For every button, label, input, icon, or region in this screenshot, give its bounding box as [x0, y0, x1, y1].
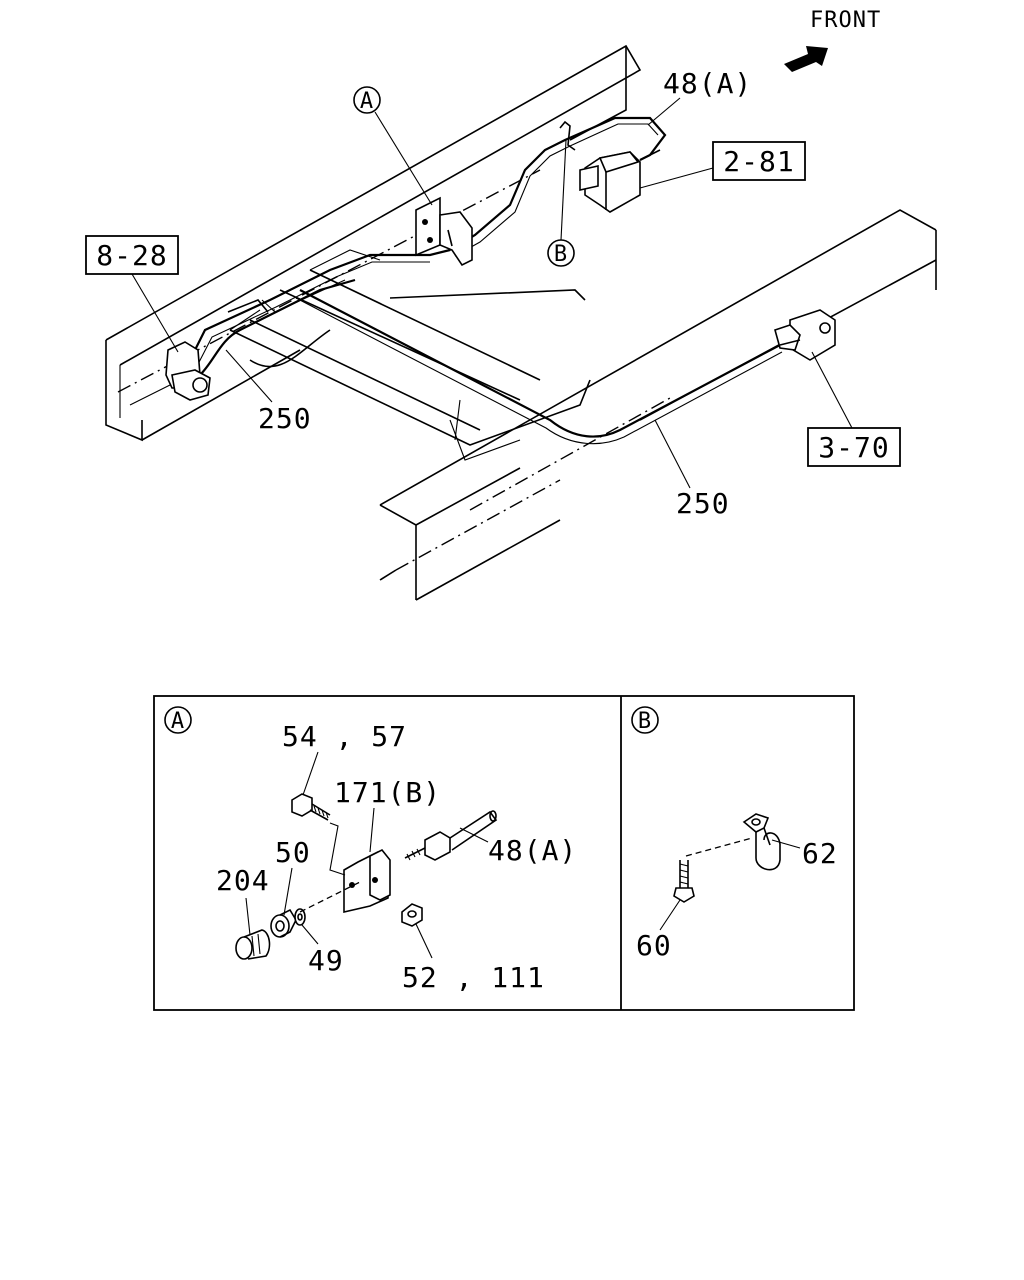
- detail-b-panel: B 62 60: [631, 706, 838, 962]
- harness-250-right-label: 250: [676, 487, 730, 520]
- nut-label: 52 , 111: [402, 961, 545, 994]
- harness-250-left-label: 250: [258, 402, 312, 435]
- ref-8-28-label: 8-28: [96, 239, 167, 272]
- bolt-label: 54 , 57: [282, 720, 407, 753]
- washer-49: [294, 908, 306, 926]
- callout-8-28: 8-28: [85, 235, 179, 353]
- clip-label: 62: [802, 837, 838, 870]
- washer-50: [270, 908, 297, 938]
- callout-250-left: 250: [225, 349, 312, 435]
- bracket-a: [415, 196, 473, 267]
- callout-250-right: 250: [654, 419, 730, 520]
- detail-a-marker: A: [171, 709, 185, 734]
- screw-60: [673, 860, 695, 903]
- screw-label: 60: [636, 929, 672, 962]
- ref-2-81-label: 2-81: [723, 145, 794, 178]
- component-2-81: [579, 149, 661, 213]
- component-8-28: [165, 341, 211, 401]
- frame-cross-member: [229, 249, 591, 461]
- nut-52-111: [401, 903, 423, 927]
- bolt-54-57: [291, 793, 331, 821]
- bracket-label: 171(B): [334, 776, 441, 809]
- frame-right-rail: [379, 209, 937, 601]
- callout-a-top: A: [353, 86, 433, 206]
- detail-panels: [153, 695, 855, 1011]
- bracket-171b: [343, 848, 391, 914]
- marker-a-text: A: [360, 89, 374, 114]
- harness-line-right: [295, 289, 783, 445]
- bushing-label: 204: [216, 864, 270, 897]
- callout-2-81: 2-81: [639, 141, 806, 189]
- marker-b-text: B: [554, 242, 568, 267]
- clip-62: [742, 813, 781, 871]
- front-label: FRONT: [810, 8, 881, 33]
- front-arrow-icon: [784, 46, 828, 72]
- line-48a-detail: [404, 810, 498, 861]
- detail-b-marker: B: [638, 709, 652, 734]
- brake-line-48a: [449, 116, 667, 257]
- bushing-204: [235, 929, 271, 960]
- callout-b-top: B: [547, 139, 575, 267]
- detail-a-panel: A 54 , 57 171(B) 48(A): [164, 706, 577, 994]
- component-3-70: [774, 309, 836, 361]
- harness-line-left: [189, 248, 451, 376]
- line-48a-detail-label: 48(A): [488, 834, 577, 867]
- ref-3-70-label: 3-70: [818, 431, 889, 464]
- callout-48a-top: 48(A): [647, 67, 752, 126]
- callout-3-70: 3-70: [807, 351, 901, 467]
- washer-50-label: 50: [275, 836, 311, 869]
- line-48a-label: 48(A): [663, 67, 752, 100]
- washer-49-label: 49: [308, 944, 344, 977]
- front-orientation: FRONT: [784, 8, 881, 72]
